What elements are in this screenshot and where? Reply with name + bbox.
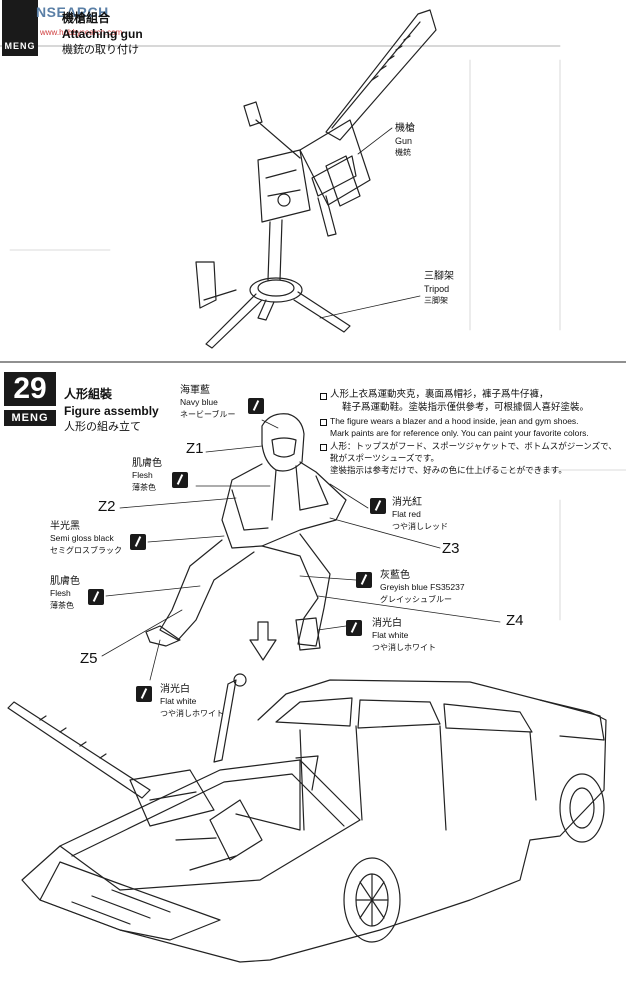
gun-callout-cn: 機槍 [395,123,415,134]
paint-semigloss-icon [130,534,146,550]
paint-navy-icon [248,398,264,414]
note-line-jp-3: 塗裝指示は参考だけで、好みの色に仕上げることができます。 [330,465,567,475]
note-en-icon [320,419,327,426]
paint-flatwhite2-jp: つや消しホワイト [160,709,224,718]
note-jp-icon [320,444,327,451]
paint-flesh2-cn: 肌膚色 [50,576,80,587]
step28-title-en: Attaching gun [62,27,143,41]
paint-semigloss-cn: 半光黑 [50,521,80,532]
step-number: 29 [4,372,56,406]
paint-flatred-jp: つや消しレッド [392,522,448,531]
paint-flatred-cn: 消光紅 [392,497,422,508]
note-line-cn-2: 鞋子爲運動鞋。塗裝指示僅供參考，可根據個人喜好塗裝。 [342,402,590,413]
part-z1: Z1 [186,440,204,457]
paint-flesh1-en: Flesh [132,470,153,480]
tripod-callout-cn: 三腳架 [424,271,454,282]
note-line-cn-1: 人形上衣爲運動夾克，裏面爲帽衫，褲子爲牛仔褲， [330,389,549,400]
paint-semigloss-jp: セミグロスブラック [50,546,122,555]
paint-navy-cn: 海軍藍 [180,385,210,396]
pickup-truck-drawing [7,673,607,963]
note-line-en-1: The figure wears a blazer and a hood ins… [330,416,579,426]
seated-figure-drawing [145,413,347,651]
paint-greyblue-cn: 灰藍色 [380,570,410,581]
tripod-callout-jp: 三脚架 [424,296,448,305]
paint-flatwhite2-icon [136,686,152,702]
gun-callout-en: Gun [395,136,413,146]
note-line-jp-1: 人形：トップスがフード、スポーツジャケットで、ボトムスがジーンズで、 [330,441,617,451]
meng-logo: MENG [4,410,56,426]
paint-greyblue-jp: グレイッシュブルー [380,595,452,604]
paint-flatred-en: Flat red [392,509,421,519]
paint-flatwhite1-en: Flat white [372,630,409,640]
paint-flatwhite1-cn: 消光白 [372,618,402,629]
paint-greyblue-icon [356,572,372,588]
gun-tripod-drawing [195,9,437,349]
paint-flatwhite1-jp: つや消しホワイト [372,643,436,652]
part-z4: Z4 [506,612,524,629]
paint-flatwhite1-icon [346,620,362,636]
note-cn-icon [320,393,327,400]
watermark-url: www.hobbysearch.com [40,28,123,37]
meng-logo-top: MENG [3,40,37,52]
paint-greyblue-en: Greyish blue FS35237 [380,582,465,592]
watermark-text: NSEARCH [36,4,109,20]
tripod-callout-en: Tripod [424,284,450,294]
paint-navy-jp: ネービーブルー [180,410,236,419]
paint-flesh1-jp: 薄茶色 [132,483,156,492]
paint-flesh2-icon [88,589,104,605]
paint-flesh2-jp: 薄茶色 [50,601,74,610]
part-z3: Z3 [442,540,460,557]
step29-title-cn: 人形組裝 [64,387,113,401]
step29-title-en: Figure assembly [64,404,159,418]
paint-flatred-icon [370,498,386,514]
part-z2: Z2 [98,498,116,515]
paint-flesh1-icon [172,472,188,488]
paint-flesh2-en: Flesh [50,588,71,598]
paint-flatwhite2-en: Flat white [160,696,197,706]
note-line-jp-2: 靴がスポーツシューズです。 [330,453,440,463]
gun-callout-jp: 機銃 [395,148,411,157]
paint-flesh1-cn: 肌膚色 [132,458,162,469]
paint-navy-en: Navy blue [180,397,218,407]
paint-semigloss-en: Semi gloss black [50,533,114,543]
step29-title-jp: 人形の組み立て [64,421,141,433]
step28-title-cn: 機槍組合 [62,11,111,25]
paint-flatwhite2-cn: 消光白 [160,684,190,695]
note-line-en-2: Mark paints are for reference only. You … [330,428,589,438]
part-z5: Z5 [80,650,98,667]
step28-title-jp: 機銃の取り付け [62,44,139,56]
